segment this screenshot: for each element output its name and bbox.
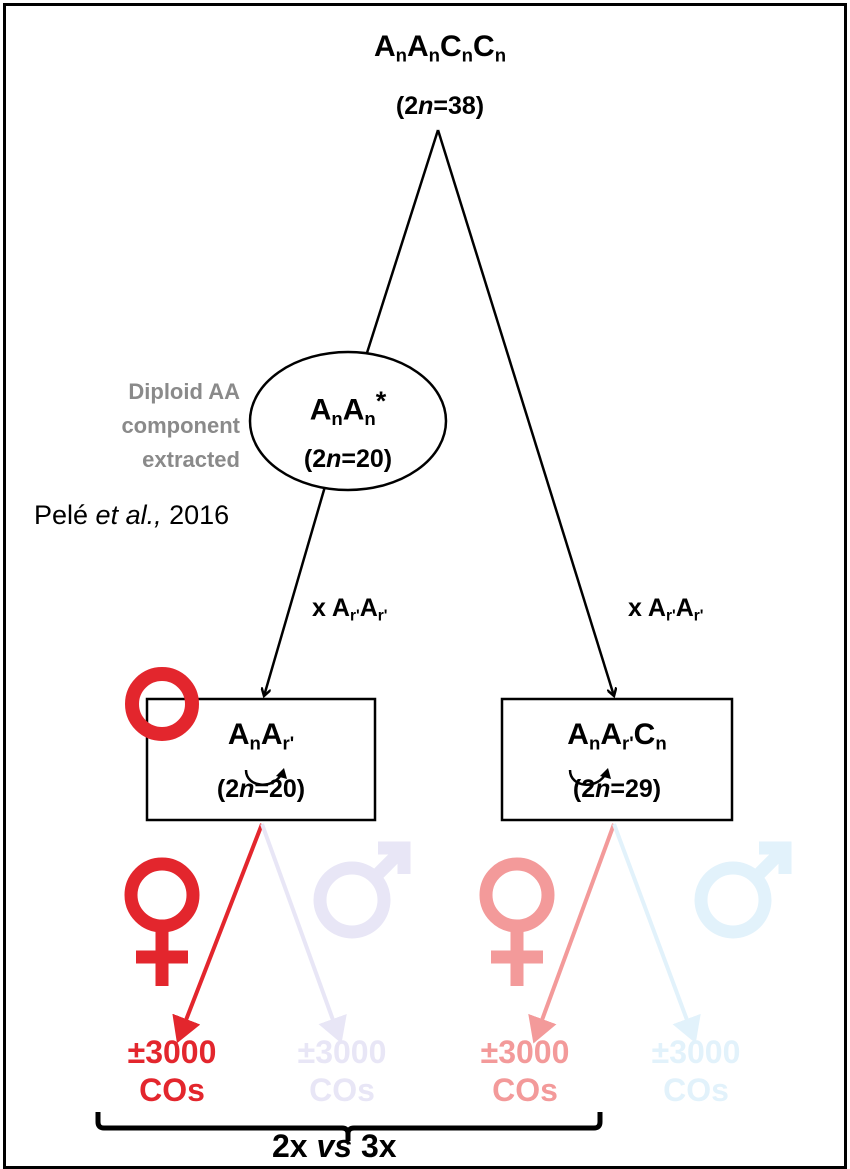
male-symbol-icon [694,841,792,939]
recombination-curl-left-head [276,768,287,779]
cross-label-left: x Ar'Ar' [312,594,388,625]
recombination-curl-left [244,769,284,786]
cross-label-right: x Ar'Ar' [628,594,704,625]
male-symbol-icon [313,841,411,939]
arrow-right-male [612,823,701,1044]
diploid-chromosome-count: (2n=20) [303,445,393,473]
right-hybrid-genome-label: AnAr'Cn [567,718,667,754]
reference-citation: Pelé et al., 2016 [34,500,230,530]
female-symbol-icon [479,857,555,986]
ploidy-comparison-label: 2x vs 3x [272,1128,397,1164]
top-chromosome-count: (2n=38) [395,92,485,120]
right-hybrid-box [500,697,734,822]
side-note: Diploid AA component extracted [121,379,240,472]
diagram-frame [3,3,847,1169]
arrow-top-to-right-hybrid [436,129,614,696]
arrow-left-female [172,823,264,1044]
recombination-curl-right [568,769,608,786]
left-hybrid-genome-label: AnAr' [227,718,295,754]
right-hybrid-chromosome-count: (2n=29) [572,775,662,803]
female-symbol-icon [125,667,199,741]
arrow-left-male [260,823,347,1044]
female-symbol-icon [124,857,200,986]
arrow-diploid-to-left-hybrid [264,482,328,696]
line-top-to-diploid [364,129,440,357]
comparison-brace [95,1112,603,1141]
recombination-curl-right-head [600,768,611,779]
left-hybrid-chromosome-count: (2n=20) [216,775,306,803]
top-genome-label: AnAnCnCn [373,30,507,66]
diploid-genome-label: AnAn* [309,386,387,430]
diploid-node [248,350,448,492]
arrow-right-female [528,823,616,1044]
